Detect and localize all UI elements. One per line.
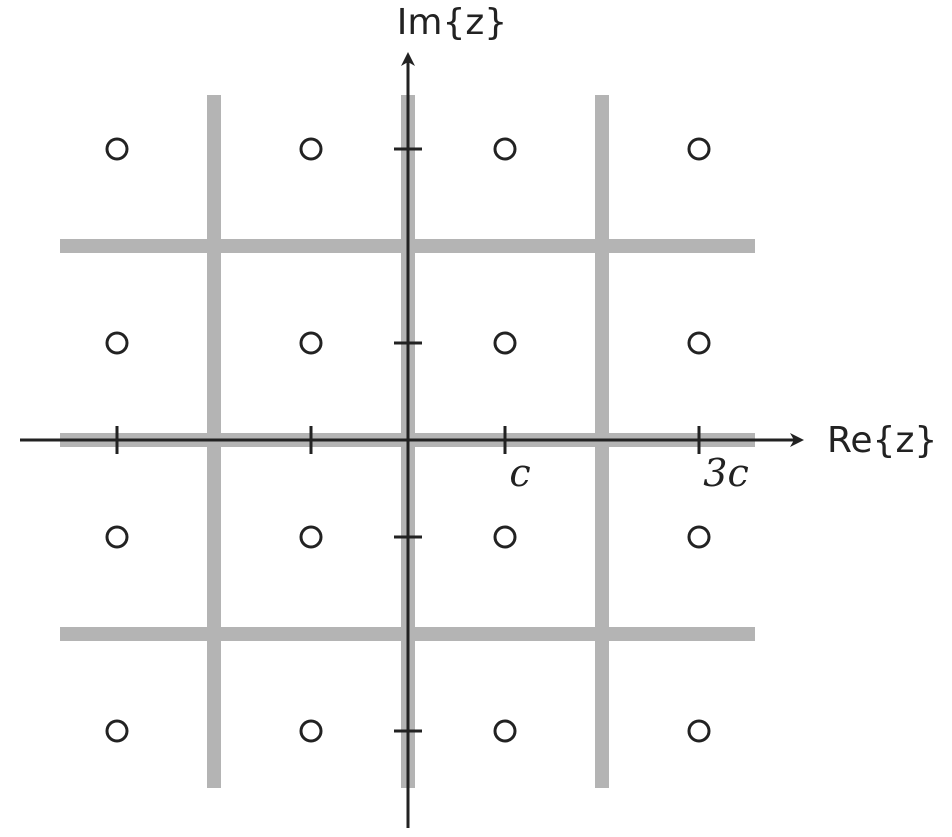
x-axis-label: Re{z} xyxy=(827,420,937,461)
axis-ticks xyxy=(115,147,701,733)
constellation-point xyxy=(105,137,129,161)
constellation-point xyxy=(687,719,711,743)
constellation-point xyxy=(493,719,517,743)
constellation-points xyxy=(105,137,711,743)
axes xyxy=(20,52,804,828)
constellation-point xyxy=(493,331,517,355)
y-axis-label: Im{z} xyxy=(397,2,507,43)
constellation-point xyxy=(105,719,129,743)
constellation-point xyxy=(299,719,323,743)
constellation-point xyxy=(299,137,323,161)
constellation-point xyxy=(687,137,711,161)
tick-label-3c: 3c xyxy=(703,451,748,495)
constellation-point xyxy=(299,331,323,355)
constellation-point xyxy=(687,331,711,355)
constellation-point xyxy=(687,525,711,549)
constellation-point xyxy=(493,137,517,161)
constellation-point xyxy=(299,525,323,549)
constellation-point xyxy=(105,525,129,549)
constellation-point xyxy=(493,525,517,549)
constellation-point xyxy=(105,331,129,355)
tick-label-c: c xyxy=(509,451,530,495)
